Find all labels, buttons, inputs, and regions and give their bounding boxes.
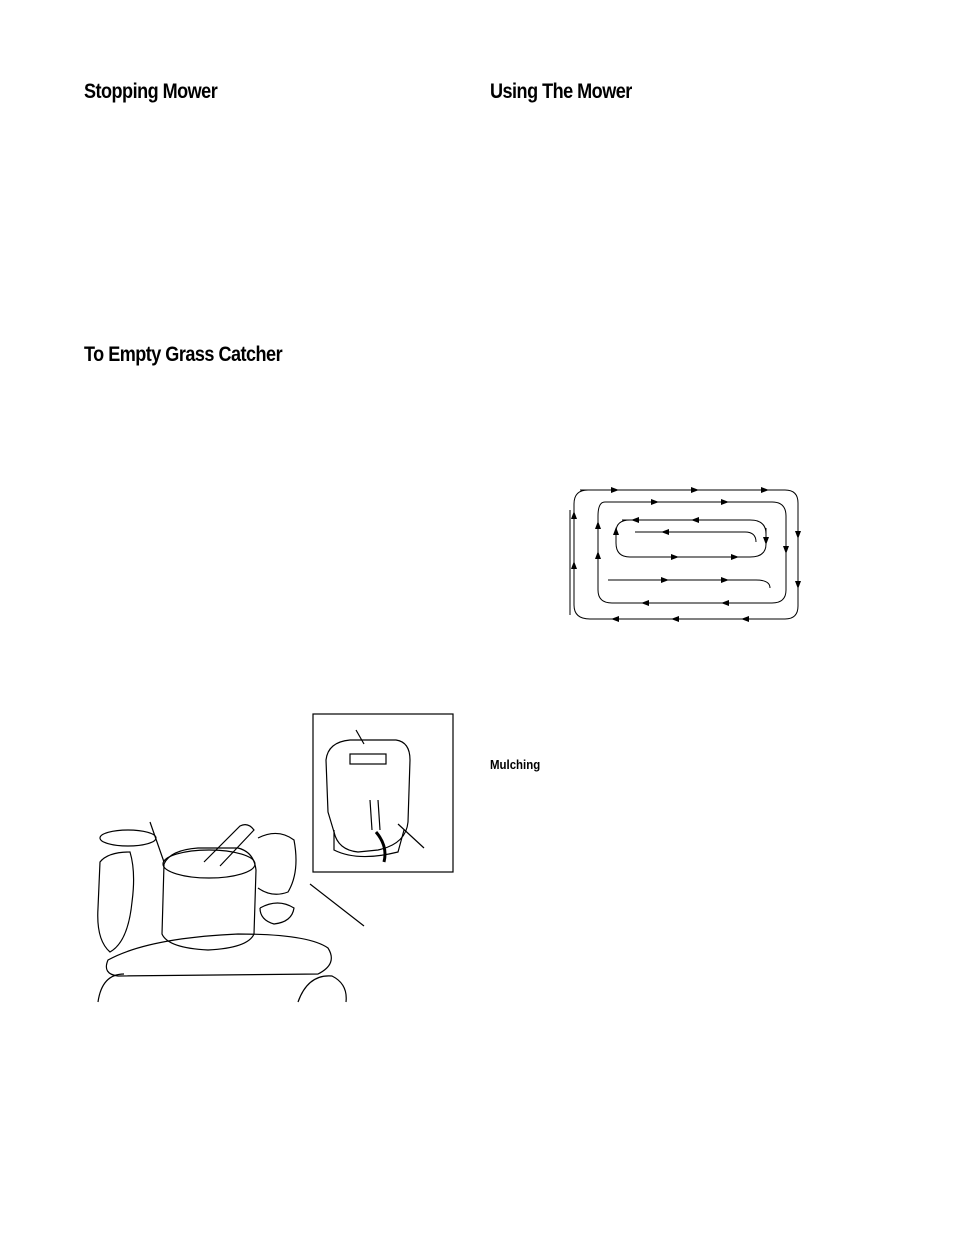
mowing-pattern-diagram: [569, 487, 801, 622]
second-path: [597, 501, 787, 604]
grass-catcher-illustration: [97, 713, 454, 1003]
empty-grass-catcher-heading: To Empty Grass Catcher: [84, 343, 283, 366]
mower-deck: [105, 933, 332, 977]
outer-path: [573, 489, 799, 620]
inset-callout-2: [397, 823, 425, 849]
catcher-bag: [161, 847, 257, 951]
steering-wheel: [99, 829, 157, 847]
stopping-mower-heading: Stopping Mower: [84, 80, 218, 103]
wheels: [97, 973, 347, 1003]
inset-release-arrow: [374, 831, 387, 863]
inset-frame: [312, 713, 454, 873]
mulching-subheading: Mulching: [490, 757, 541, 772]
inset-bag-base: [333, 829, 405, 858]
callout-handle: [149, 821, 165, 863]
lower-path: [608, 579, 771, 589]
inset-handle: [349, 753, 387, 765]
operator-hand: [203, 824, 255, 867]
inset-callout-1: [355, 729, 365, 745]
seat: [97, 851, 135, 953]
callout-chute: [309, 883, 365, 927]
discharge-opening: [259, 902, 295, 925]
inset-bag: [325, 739, 411, 853]
inner-path: [615, 519, 767, 558]
catcher-top: [162, 849, 256, 879]
chute: [257, 832, 297, 895]
center-path: [635, 531, 757, 543]
using-the-mower-heading: Using The Mower: [490, 80, 632, 103]
inset-latch: [369, 799, 381, 831]
